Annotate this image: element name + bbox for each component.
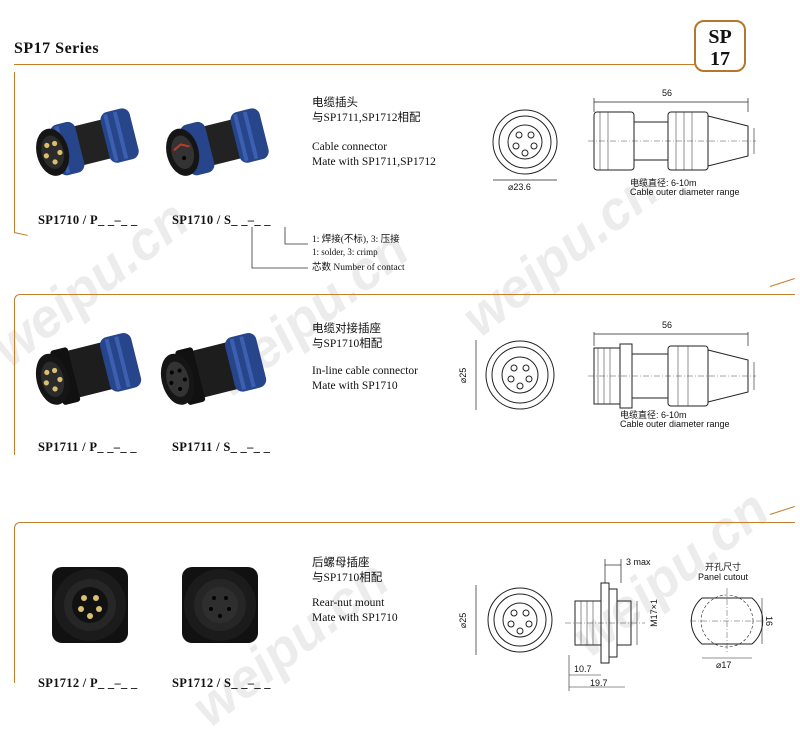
sp1711-side-view	[588, 332, 756, 409]
sp1710-desc-cn-mate: 与SP1711,SP1712相配	[312, 112, 421, 124]
sp1712-dim-thread: M17×1	[648, 599, 659, 627]
header-rule	[14, 64, 696, 65]
legend-contacts: 芯数 Number of contact	[312, 263, 405, 273]
sp1710-desc-cn-title: 电缆插头	[312, 97, 358, 109]
section-3-bracket-end	[769, 505, 795, 515]
sp1712-desc-en-title: Rear-nut mount	[312, 597, 385, 609]
sp1710-side-view	[588, 98, 756, 171]
sp1710-plug-pin-photo	[36, 108, 139, 176]
label-sp1711-p: SP1711 / P_ _–_ _	[38, 440, 137, 454]
sp1711-desc-en-mate: Mate with SP1710	[312, 380, 398, 392]
sp1711-cable-en: Cable outer diameter range	[620, 419, 730, 429]
label-sp1711-s: SP1711 / S_ _–_ _	[172, 440, 271, 454]
panel-cutout-cn: 开孔尺寸	[705, 562, 742, 572]
sp1712-pin-photo	[52, 567, 128, 643]
sp1710-side-dim: 56	[662, 88, 673, 98]
series-badge: SP 17	[694, 20, 746, 72]
sp1710-plug-socket-photo	[166, 108, 269, 176]
sp1712-side-view	[565, 559, 645, 691]
badge-line1: SP	[708, 26, 732, 48]
label-sp1710-s: SP1710 / S_ _–_ _	[172, 213, 271, 227]
sp1711-desc-cn-mate: 与SP1710相配	[312, 338, 383, 350]
sp1711-plug-socket-photo	[160, 332, 267, 405]
part-number-legend-lines	[251, 227, 308, 269]
sp1712-dim-10-7: 10.7	[574, 664, 592, 674]
section-2-bracket	[14, 294, 795, 455]
sp1710-cable-en: Cable outer diameter range	[630, 187, 740, 197]
sp1712-dim-3max: 3 max	[626, 557, 651, 567]
label-sp1712-p: SP1712 / P_ _–_ _	[38, 676, 138, 690]
panel-cutout-drawing	[690, 588, 764, 659]
sp1710-front-dim: ⌀23.6	[508, 182, 531, 192]
sp1711-plug-pin-photo	[35, 332, 142, 405]
sp1712-front-view	[475, 585, 553, 655]
legend-termination-cn: 1: 焊接(不标), 3: 压接	[312, 235, 400, 245]
panel-dim-17: ⌀17	[716, 660, 732, 670]
sp1712-desc-cn-mate: 与SP1710相配	[312, 572, 383, 584]
sp1712-desc-en-mate: Mate with SP1710	[312, 612, 398, 624]
sp1711-front-view	[475, 340, 555, 410]
section-1-bracket	[14, 72, 15, 233]
badge-line2: 17	[710, 48, 730, 70]
sp1711-front-dim: ⌀25	[458, 367, 469, 384]
series-title: SP17 Series	[14, 40, 100, 57]
sp1710-front-view	[492, 109, 558, 181]
sp1711-desc-en-title: In-line cable connector	[312, 365, 418, 377]
panel-cutout-en: Panel cutout	[698, 572, 749, 582]
sp1710-desc-en-title: Cable connector	[312, 141, 388, 153]
sp1711-desc-cn-title: 电缆对接插座	[312, 323, 381, 335]
sp1712-front-dim: ⌀25	[458, 612, 469, 629]
sp1710-desc-en-mate: Mate with SP1711,SP1712	[312, 156, 436, 168]
sp1711-side-dim: 56	[662, 320, 673, 330]
label-sp1710-p: SP1710 / P_ _–_ _	[38, 213, 138, 227]
legend-termination-en: 1: solder, 3: crimp	[312, 247, 378, 257]
sp1712-socket-photo	[182, 567, 258, 643]
section-2-bracket-end	[769, 277, 795, 287]
sp1711-cable-cn: 电缆直径: 6-10m	[620, 410, 687, 420]
label-sp1712-s: SP1712 / S_ _–_ _	[172, 676, 271, 690]
section-3-bracket	[14, 522, 795, 683]
panel-dim-16: 16	[764, 615, 775, 627]
section-1-bracket-tail	[13, 232, 28, 236]
sp1710-cable-cn: 电缆直径: 6-10m	[630, 178, 697, 188]
sp1712-dim-19-7: 19.7	[590, 678, 608, 688]
sp1712-desc-cn-title: 后螺母插座	[312, 557, 370, 569]
